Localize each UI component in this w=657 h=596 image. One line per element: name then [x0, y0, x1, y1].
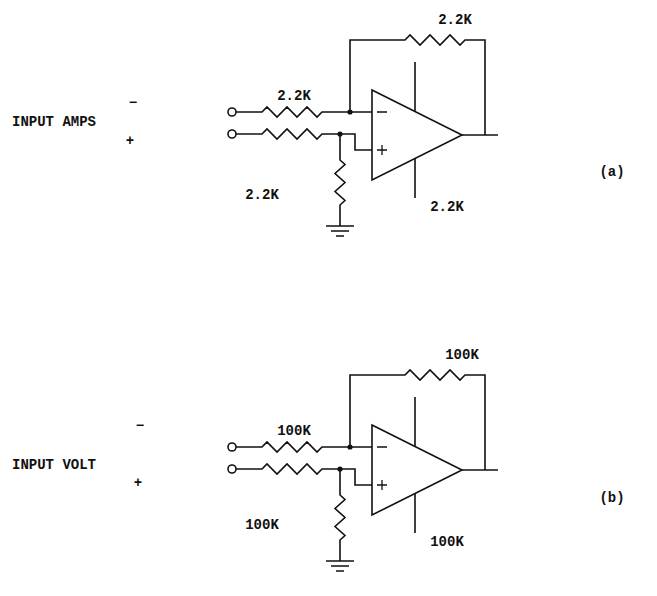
- polarity-sign: −: [129, 96, 137, 110]
- value-label: 100K: [245, 518, 279, 532]
- value-label: 2.2K: [277, 89, 311, 103]
- value-label: 2.2K: [245, 188, 279, 202]
- figure-tag: (a): [599, 165, 624, 179]
- value-label: 2.2K: [430, 200, 464, 214]
- polarity-sign: −: [136, 419, 144, 433]
- figure-tag: (b): [599, 491, 624, 505]
- value-label: 100K: [445, 348, 479, 362]
- value-label: 100K: [277, 424, 311, 438]
- value-label: 2.2K: [438, 13, 472, 27]
- value-label: 100K: [430, 535, 464, 549]
- input-label: INPUT AMPS: [12, 115, 96, 129]
- polarity-sign: +: [134, 476, 142, 490]
- input-label: INPUT VOLT: [12, 458, 96, 472]
- polarity-sign: +: [126, 134, 134, 148]
